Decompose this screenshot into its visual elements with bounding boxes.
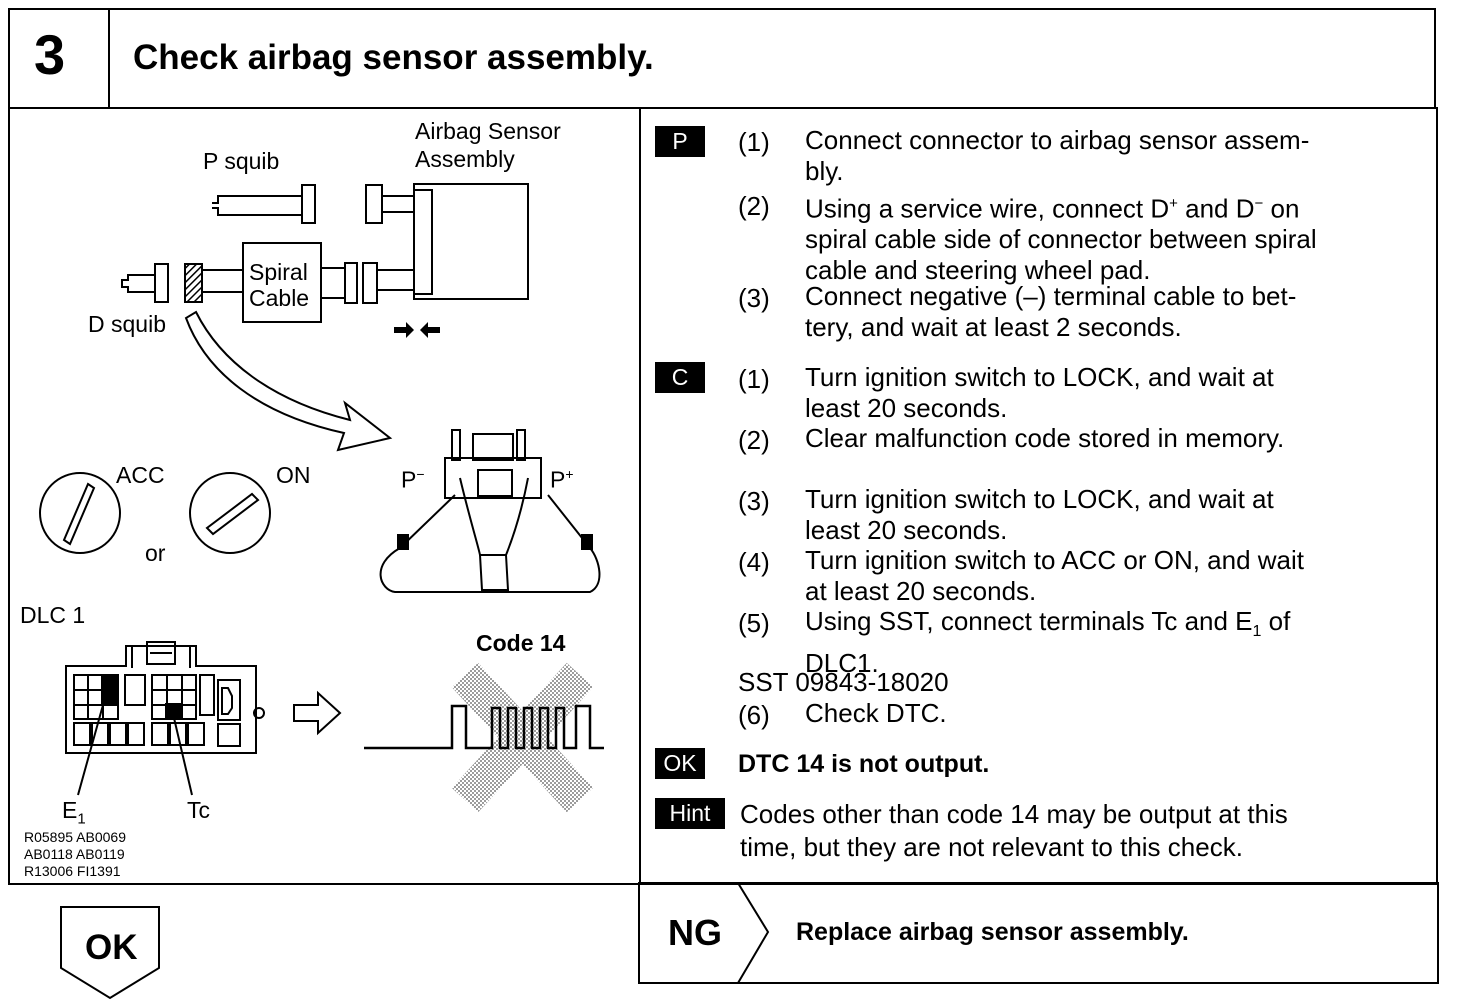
c-step-3-text: Turn ignition switch to LOCK, and wait a…	[805, 484, 1274, 545]
c-step-2-number: (2)	[738, 425, 770, 455]
ignition-switch-on-icon	[189, 472, 271, 554]
c-step-2-text: Clear malfunction code stored in memory.	[805, 423, 1285, 453]
cable-label: Cable	[249, 285, 310, 311]
p-squib-label: P squib	[203, 148, 280, 174]
c-step-5-number: (5)	[738, 608, 770, 638]
code14-label: Code 14	[476, 630, 566, 656]
code14-waveform	[364, 704, 604, 750]
hint-text: Codes other than code 14 may be output a…	[740, 799, 1288, 862]
p-step-1-number: (1)	[738, 127, 770, 157]
c-step-4-text: Turn ignition switch to ACC or ON, and w…	[805, 545, 1305, 606]
acc-label: ACC	[116, 462, 165, 488]
c-step-6-number: (6)	[738, 700, 770, 730]
on-label: ON	[276, 462, 311, 488]
ok-text: DTC 14 is not output.	[738, 750, 990, 778]
hint-tag: Hint	[655, 798, 725, 829]
step-number: 3	[34, 23, 66, 86]
p-plus-label: P+	[550, 466, 574, 493]
p-step-3-text: Connect negative (–) terminal cable to b…	[805, 281, 1297, 342]
c-step-1-text: Turn ignition switch to LOCK, and wait a…	[805, 362, 1274, 423]
spiral-cable	[121, 242, 414, 323]
c-tag: C	[655, 362, 705, 393]
dlc1-connector	[65, 641, 265, 796]
tc-label: Tc	[187, 797, 210, 823]
figure-ref-3: R13006 FI1391	[24, 863, 121, 879]
or-label: or	[145, 540, 166, 566]
d-squib-label: D squib	[88, 311, 166, 337]
outline-arrow-icon	[293, 690, 342, 736]
c-step-3-number: (3)	[738, 486, 770, 516]
p-step-1-text: Connect connector to airbag sensor assem…	[805, 125, 1310, 186]
code14-cross-icon	[451, 662, 594, 813]
ng-result-label: NG	[668, 912, 722, 953]
airbag-sensor-label-1: Airbag Sensor	[415, 118, 561, 144]
p-step-2-number: (2)	[738, 191, 770, 221]
curved-arrow-icon	[184, 310, 393, 452]
dlc1-label: DLC 1	[20, 602, 86, 628]
p-tag: P	[655, 126, 705, 157]
figure-ref-2: AB0118 AB0119	[24, 846, 125, 862]
figure-ref-1: R05895 AB0069	[24, 829, 126, 845]
c-step-4-number: (4)	[738, 547, 770, 577]
airbag-sensor-assembly	[413, 183, 529, 300]
step-title: Check airbag sensor assembly.	[133, 38, 654, 77]
airbag-sensor-label-2: Assembly	[415, 146, 515, 172]
p-plus-sup: +	[565, 466, 574, 482]
p-step-2-text: Using a service wire, connect D+ and D− …	[805, 193, 1317, 285]
p-squib-connector	[212, 184, 414, 224]
push-arrows-icon	[394, 322, 440, 338]
ng-result-shape	[638, 882, 1439, 984]
ok-result-shape	[60, 906, 160, 1000]
p-minus-sup: −	[416, 466, 425, 482]
ng-action-text: Replace airbag sensor assembly.	[796, 918, 1189, 946]
connector-closeup	[379, 429, 601, 593]
e1-label: E1	[62, 797, 86, 828]
p-step-3-number: (3)	[738, 283, 770, 313]
c-step-6-text: Check DTC.	[805, 698, 947, 728]
ok-result-label: OK	[85, 928, 138, 967]
p-minus-label: P−	[401, 466, 425, 493]
ignition-switch-acc-icon	[39, 472, 121, 554]
ok-tag: OK	[655, 748, 705, 779]
c-step-1-number: (1)	[738, 364, 770, 394]
spiral-label: Spiral	[249, 259, 308, 285]
e1-sub: 1	[77, 810, 86, 828]
c-step-sst: SST 09843-18020	[738, 667, 949, 697]
c-step-5-text: Using SST, connect terminals Tc and E1 o…	[805, 606, 1291, 678]
